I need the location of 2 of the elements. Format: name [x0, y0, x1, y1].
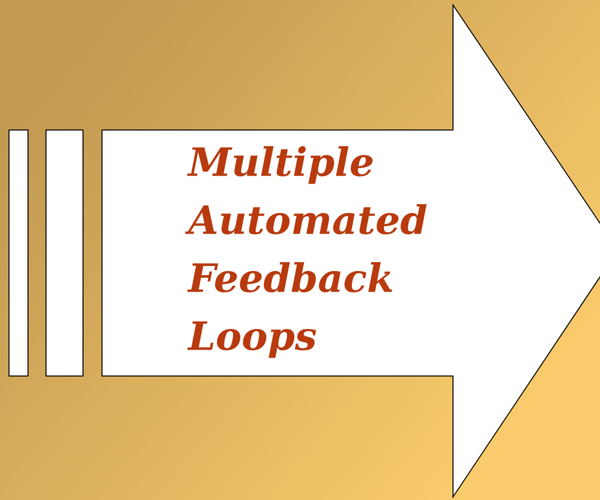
- stripe-bar: [46, 130, 84, 376]
- stripe-bar: [8, 130, 28, 376]
